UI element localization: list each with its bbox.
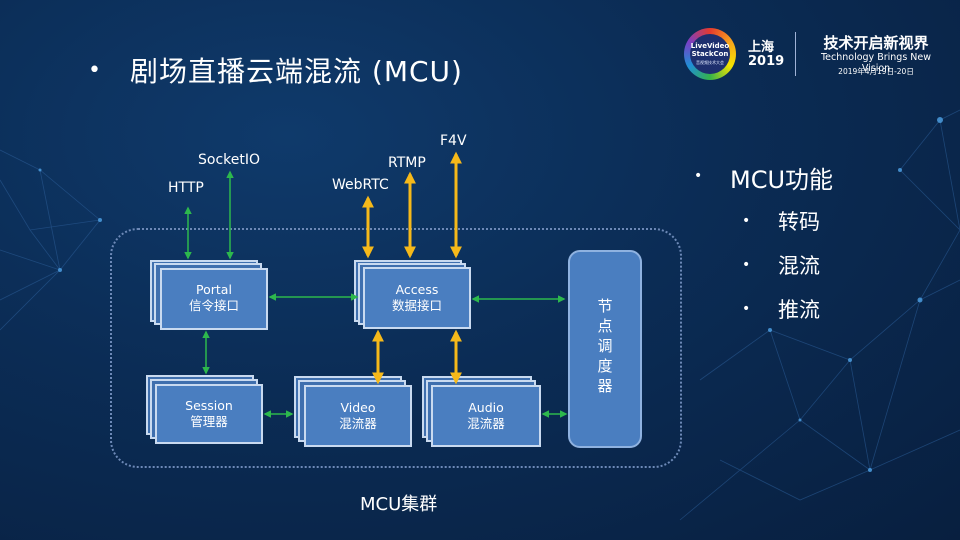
conference-logo-subtext: 音视频技术大会 (696, 60, 724, 65)
conference-date: 2019年4月19日-20日 (838, 67, 914, 76)
mcu-cluster-label: MCU集群 (360, 494, 438, 515)
features-heading: MCU功能 (730, 166, 834, 194)
access-module-box (363, 267, 471, 329)
mcu-cluster-boundary (110, 228, 682, 468)
slogan-english: Technology Brings New Vision (820, 52, 932, 74)
session-module-box (155, 384, 263, 444)
slide-title: 剧场直播云端混流 (MCU) (130, 55, 463, 88)
socketio-label: SocketIO (198, 152, 261, 168)
http-label: HTTP (168, 180, 204, 196)
feature-bullet-3: • (742, 301, 751, 317)
f4v-label: F4V (440, 133, 467, 149)
feature-item-push: 推流 (778, 298, 820, 322)
webrtc-label: WebRTC (332, 177, 389, 193)
features-bullet: • (694, 168, 703, 184)
rtmp-label: RTMP (388, 155, 426, 171)
logo-divider (795, 32, 796, 76)
feature-bullet-2: • (742, 257, 751, 273)
feature-item-transcode: 转码 (778, 210, 820, 234)
feature-item-mix: 混流 (778, 254, 820, 278)
slogan-chinese: 技术开启新视界 (823, 34, 929, 52)
node-scheduler-label: 节点调度器 (597, 297, 613, 395)
audio-mixer-box (431, 385, 541, 447)
feature-bullet-1: • (742, 213, 751, 229)
node-scheduler-box (568, 250, 642, 448)
video-mixer-box (304, 385, 412, 447)
logo-year: 2019 (748, 54, 785, 69)
conference-logo-inner (690, 34, 730, 74)
portal-module-box (160, 268, 268, 330)
title-bullet: • (88, 58, 101, 83)
logo-city: 上海 (748, 40, 775, 55)
